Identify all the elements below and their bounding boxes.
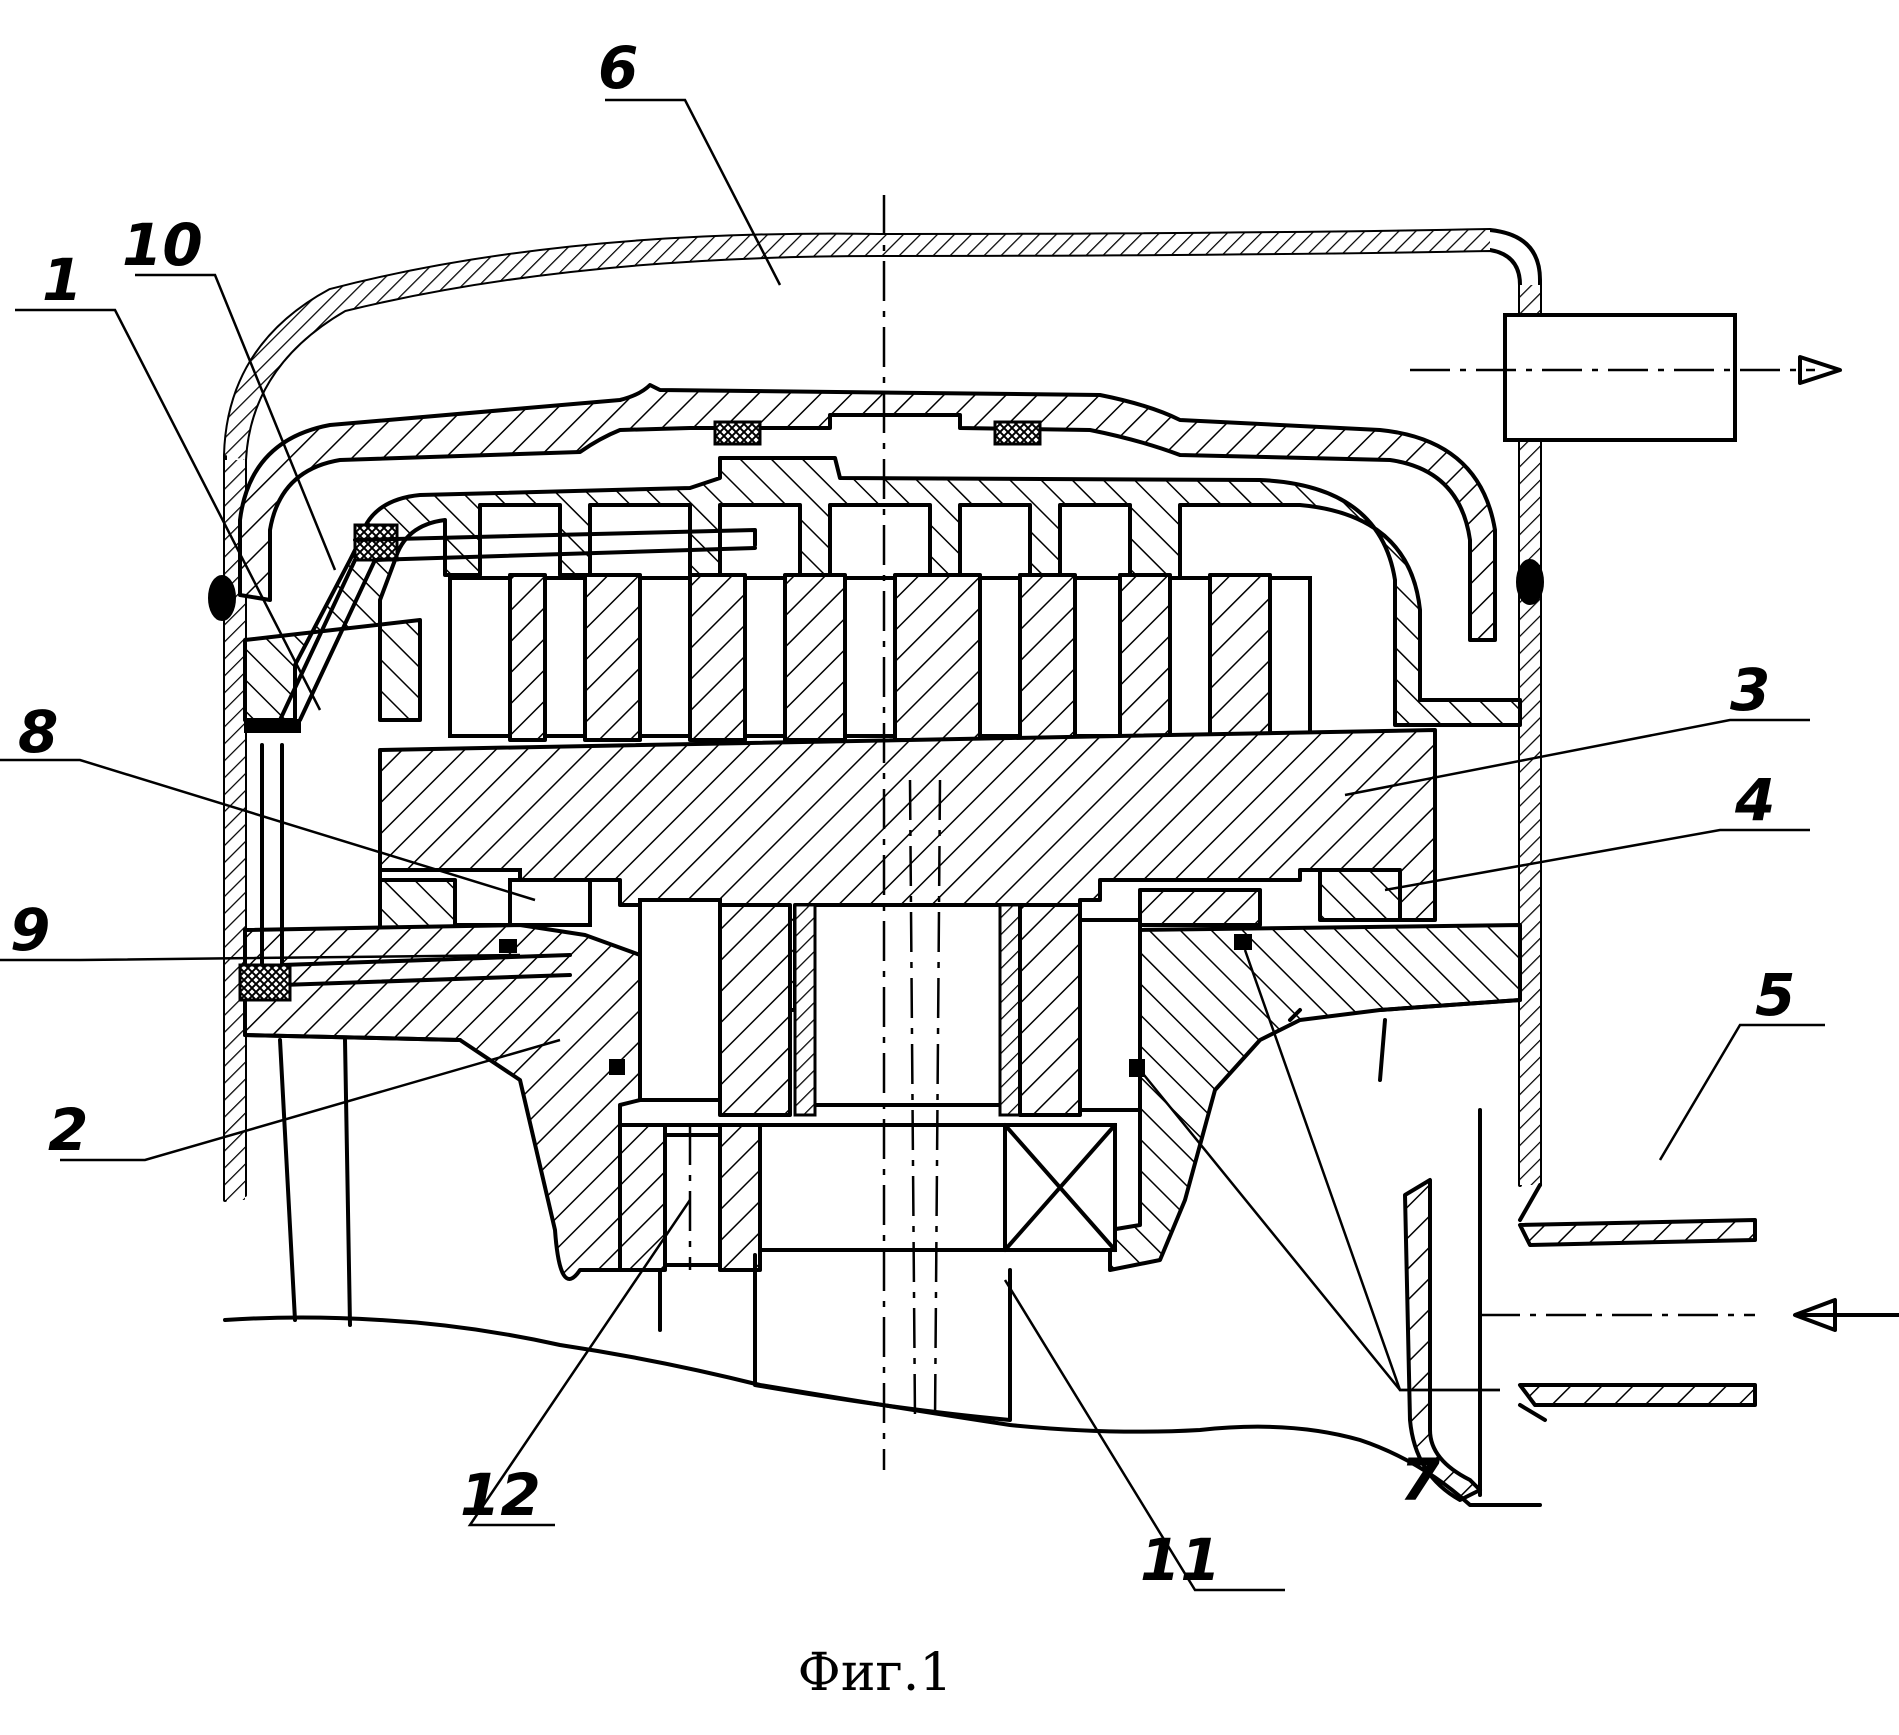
label-2: 2	[48, 1096, 88, 1164]
scroll-wrap-gaps	[448, 576, 1312, 738]
outer-housing	[208, 228, 1544, 1202]
label-8: 8	[18, 698, 58, 766]
part-labels: 6 10 1 8 9 2 3 4 5 7 11 12	[10, 34, 1795, 1594]
shaft-dashes	[688, 779, 942, 1421]
break-line	[223, 1315, 1542, 1507]
label-6: 6	[598, 34, 638, 102]
o-rings	[499, 934, 1252, 1077]
inner-cover	[238, 383, 1497, 642]
lower-frame	[278, 1008, 1482, 1502]
leader-lines	[0, 98, 1825, 1592]
label-1: 1	[42, 246, 82, 314]
top-seals	[353, 420, 1042, 562]
label-9: 9	[10, 896, 50, 964]
label-10: 10	[122, 211, 203, 279]
label-5: 5	[1755, 961, 1795, 1029]
eccentric-bore	[618, 898, 1142, 1422]
fixed-scroll	[243, 456, 1522, 742]
label-12: 12	[460, 1461, 541, 1529]
suction-port	[1480, 1183, 1899, 1422]
label-4: 4	[1734, 766, 1775, 834]
discharge-port	[1410, 313, 1842, 442]
figure-caption: Фиг.1	[798, 1643, 953, 1703]
label-3: 3	[1730, 656, 1770, 724]
channel-9	[238, 743, 572, 1002]
crankcase	[243, 923, 1522, 1281]
label-7: 7	[1400, 1446, 1441, 1514]
label-11: 11	[1140, 1526, 1221, 1594]
